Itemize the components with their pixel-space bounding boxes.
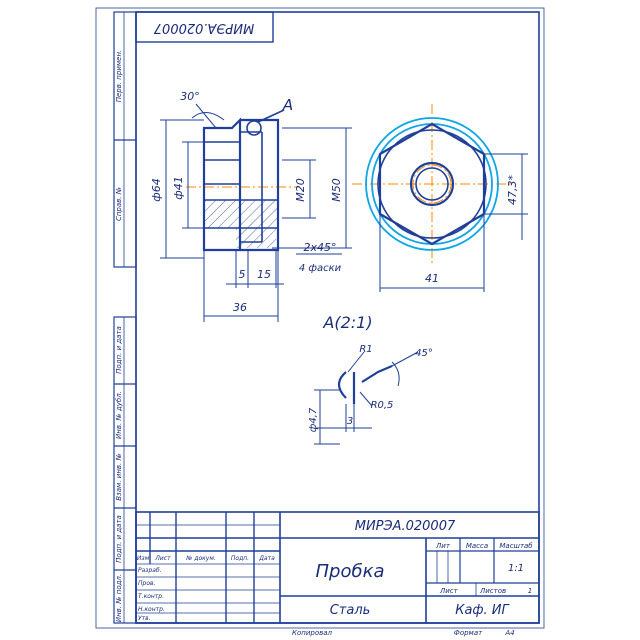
- detail-circle-a: [246, 120, 262, 136]
- sidebar-label-podp2: Подп. и дата: [115, 515, 123, 563]
- sidebar-label-dubl: Инв. № дубл.: [115, 391, 123, 439]
- title-material: Сталь: [330, 603, 371, 618]
- side-view-dimensions: ф64 ф41 M20 M50 30° A 2x45° 4 фаски 5 15…: [150, 90, 352, 322]
- title-block: МИРЭА.020007 Пробка Сталь Каф. ИГ Изм Ли…: [135, 511, 540, 624]
- detail-dim-dia-47: ф4,7: [308, 407, 319, 432]
- lit-header: Лит: [435, 542, 451, 550]
- format-value: А4: [504, 629, 514, 637]
- sidebar-label-sprav: Справ. №: [115, 187, 123, 221]
- detail-dim-r05: R0,5: [371, 400, 394, 411]
- sidebar-label-perv: Перв. примен.: [115, 50, 123, 103]
- dim-36: 36: [233, 301, 247, 314]
- detail-title: A(2:1): [322, 313, 372, 332]
- col-header-izm: Изм: [137, 555, 150, 562]
- dim-m50: M50: [330, 178, 343, 202]
- dim-47: 47,3*: [506, 175, 519, 205]
- side-view: [186, 109, 298, 252]
- scale-header: Масштаб: [499, 542, 533, 550]
- row-label-utv: Утв.: [138, 615, 151, 622]
- mass-header: Масса: [466, 542, 488, 550]
- dim-chamfer: 2x45°: [303, 241, 336, 254]
- top-stamp: МИРЭА.020007: [153, 20, 254, 35]
- dim-m20: M20: [294, 178, 307, 202]
- dim-angle-30: 30°: [180, 90, 200, 103]
- col-header-sign: Подп.: [231, 555, 249, 562]
- dim-chamfer-note: 4 фаски: [299, 263, 342, 274]
- sidebar-label-podp1: Подп. и дата: [115, 326, 123, 374]
- format-label: Формат: [454, 629, 483, 637]
- dim-41-front: 41: [425, 272, 439, 285]
- col-header-list: Лист: [154, 555, 171, 562]
- sidebar-label-vzam: Взам. инв. №: [115, 453, 123, 501]
- sidebar-top: Перв. примен. Справ. №: [113, 11, 137, 268]
- row-label-razrab: Разраб.: [138, 567, 162, 574]
- title-org: Каф. ИГ: [455, 603, 510, 618]
- sheets-value: 1: [528, 587, 532, 595]
- dim-dia-64: ф64: [150, 178, 163, 201]
- row-label-tkontr: Т.контр.: [138, 593, 164, 600]
- detail-view: A(2:1) 3 ф4,7 R1 45° R0,5: [308, 313, 433, 445]
- section-mark-a: A: [282, 96, 293, 114]
- row-label-nkontr: Н.контр.: [138, 606, 165, 613]
- title-designation: МИРЭА.020007: [355, 519, 456, 534]
- sidebar-bottom: Подп. и дата Инв. № дубл. Взам. инв. № П…: [113, 316, 137, 624]
- col-header-doc: № докум.: [185, 555, 216, 562]
- dim-dia-41: ф41: [172, 176, 185, 199]
- sheets-label: Листов: [479, 587, 506, 595]
- front-view: [352, 104, 512, 264]
- copied-label: Копировал: [292, 629, 333, 637]
- sidebar-label-podl: Инв. № подл.: [115, 574, 123, 622]
- col-header-date: Дата: [258, 555, 275, 562]
- detail-dim-3: 3: [347, 416, 353, 427]
- scale-value: 1:1: [508, 563, 524, 574]
- front-view-dimensions: 47,3* 41: [379, 153, 528, 292]
- row-label-prov: Пров.: [138, 580, 156, 587]
- detail-dim-r1: R1: [359, 344, 372, 355]
- detail-dim-45: 45°: [415, 348, 433, 359]
- dim-15: 15: [257, 268, 271, 281]
- sheet-label: Лист: [439, 587, 459, 595]
- dim-5: 5: [239, 268, 246, 281]
- title-part-name: Пробка: [316, 561, 385, 582]
- sheet-edge: [95, 7, 545, 629]
